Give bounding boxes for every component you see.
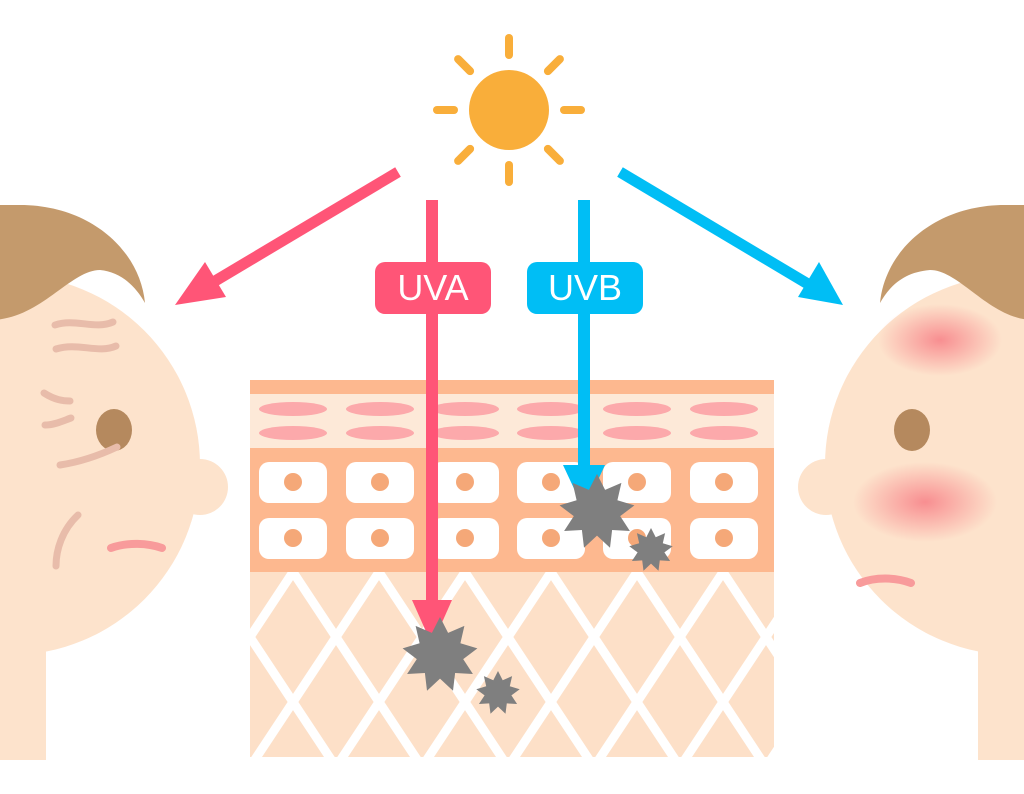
uvb-arrows	[563, 167, 843, 510]
cell-ellipse	[431, 426, 499, 440]
dermis-layer	[250, 572, 774, 757]
blush-upper	[878, 304, 1002, 376]
cell-nucleus	[456, 529, 474, 547]
epidermis-cell-layer	[250, 448, 774, 572]
sun-icon	[433, 34, 585, 186]
cell-ellipse	[346, 426, 414, 440]
cell-ellipse	[259, 426, 327, 440]
cell-ellipse	[517, 402, 585, 416]
damage-star-icon	[476, 671, 520, 714]
stratum-corneum	[250, 380, 774, 394]
cell-ellipse	[431, 402, 499, 416]
cell-nucleus	[715, 473, 733, 491]
upper-epidermis	[250, 394, 774, 448]
cell-ellipse	[259, 402, 327, 416]
sun-ray	[454, 144, 475, 165]
cell-ellipse	[603, 426, 671, 440]
uva-label: UVA	[375, 262, 491, 314]
uva-down-arrowhead	[412, 600, 452, 645]
left-eye	[96, 409, 132, 451]
sunburned-face	[798, 205, 1024, 760]
damage-star-icon	[402, 617, 478, 691]
cell-nucleus	[284, 473, 302, 491]
cell-nucleus	[542, 529, 560, 547]
cell-nucleus	[284, 529, 302, 547]
cell-nucleus	[371, 473, 389, 491]
cell-nucleus	[715, 529, 733, 547]
left-mouth	[107, 539, 166, 552]
uvb-diagonal-arrowhead	[798, 262, 843, 305]
aged-face	[0, 205, 228, 760]
uvb-label: UVB	[527, 262, 643, 314]
blush-lower	[853, 462, 997, 542]
cell-ellipse	[346, 402, 414, 416]
cell-ellipse	[517, 426, 585, 440]
wrinkles	[40, 318, 121, 570]
sun-ray	[543, 144, 564, 165]
cell-nucleus	[371, 529, 389, 547]
uva-diagonal-arrowhead	[175, 262, 226, 305]
cell-ellipse	[690, 426, 758, 440]
damage-star-icon	[559, 474, 635, 548]
skin-cross-section	[250, 380, 774, 757]
right-mouth	[856, 574, 915, 587]
cell-nucleus	[456, 473, 474, 491]
right-eye	[894, 409, 930, 451]
cell-nucleus	[542, 473, 560, 491]
cell-ellipse	[603, 402, 671, 416]
sun-ray	[454, 55, 475, 76]
uvb-down-arrowhead	[563, 465, 605, 510]
cell-nucleus	[628, 473, 646, 491]
cell-ellipse	[690, 402, 758, 416]
sun-ray	[543, 55, 564, 76]
damage-star-icon	[629, 528, 673, 571]
